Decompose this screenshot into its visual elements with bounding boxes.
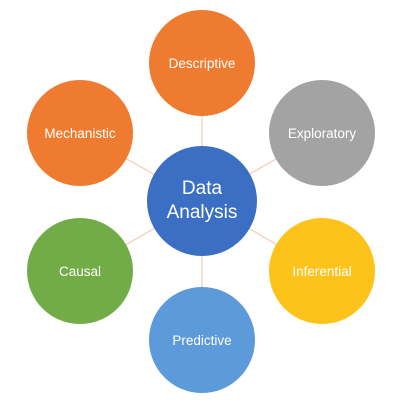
center-label: Data Analysis <box>167 177 238 225</box>
node-label: Predictive <box>172 332 232 348</box>
node-label: Exploratory <box>287 125 357 141</box>
center-label-line1: Data <box>181 178 223 199</box>
node-exploratory: Exploratory <box>269 80 375 186</box>
node-causal: Causal <box>27 218 133 324</box>
node-inferential: Inferential <box>269 218 375 324</box>
node-descriptive: Descriptive <box>149 10 255 116</box>
node-data-analysis: Data Analysis <box>147 146 257 256</box>
node-label: Causal <box>58 263 102 279</box>
node-mechanistic: Mechanistic <box>27 80 133 186</box>
node-label: Mechanistic <box>44 125 116 141</box>
node-label: Inferential <box>292 263 352 279</box>
node-predictive: Predictive <box>149 287 255 393</box>
node-label: Descriptive <box>168 55 236 71</box>
center-label-line2: Analysis <box>166 202 238 223</box>
